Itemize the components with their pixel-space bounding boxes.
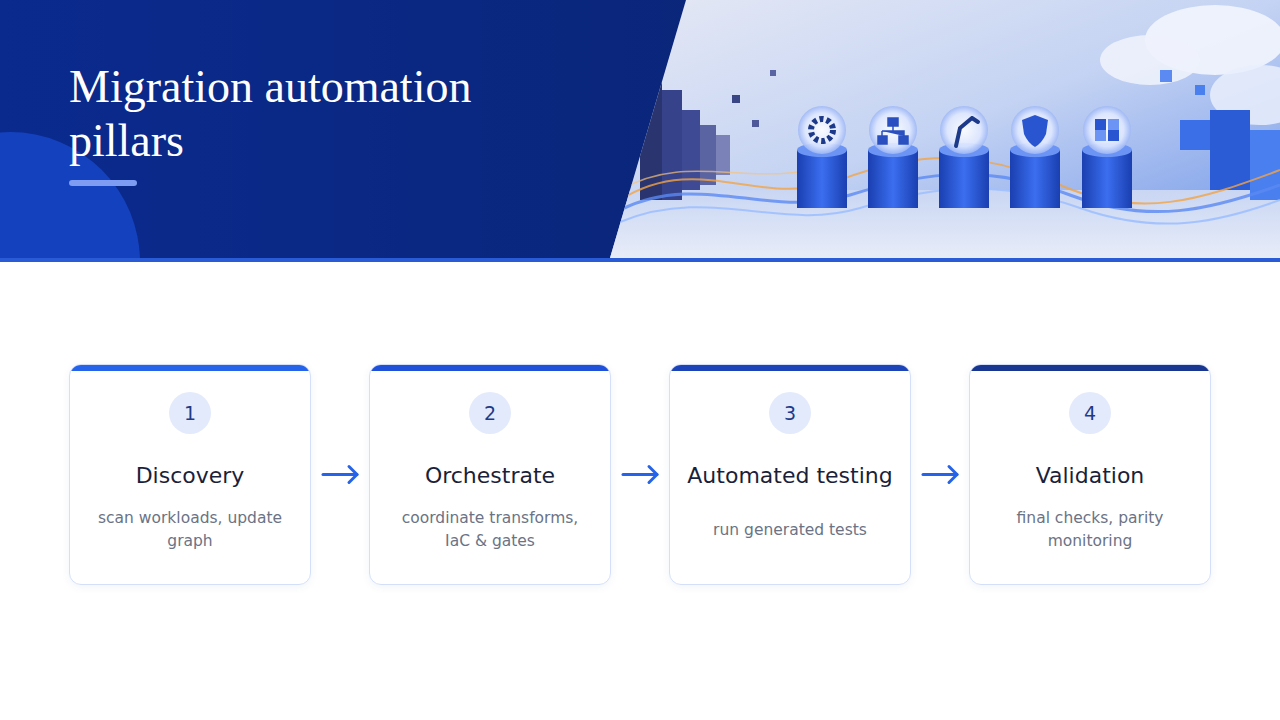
number-badge: 2: [469, 392, 511, 434]
card-accent: [670, 365, 910, 371]
title-underline: [69, 180, 137, 186]
hierarchy-icon: [878, 118, 908, 144]
step-heading: Orchestrate: [370, 461, 610, 491]
flow-arrow: [323, 467, 357, 483]
shield-icon: [1022, 115, 1048, 147]
cube-stack: [640, 70, 662, 200]
description-area: final checks, parity monitoring: [970, 506, 1210, 554]
step-number: 3: [784, 402, 796, 424]
step-description: scan workloads, update graph: [90, 507, 290, 553]
pedestal-body: [939, 150, 989, 208]
illustration: [600, 0, 1280, 258]
step-card: 2Orchestrate coordinate transforms, IaC &…: [369, 364, 611, 585]
number-badge: 1: [169, 392, 211, 434]
description-area: run generated tests: [670, 506, 910, 554]
pedestal: [939, 106, 989, 208]
step-number: 4: [1084, 402, 1096, 424]
pedestal: [1082, 106, 1132, 208]
pedestal: [797, 106, 847, 208]
floating-cube: [1160, 70, 1172, 82]
step-number: 1: [184, 402, 196, 424]
pedestal: [868, 106, 918, 208]
step-number: 2: [484, 402, 496, 424]
floating-cube: [1195, 85, 1205, 95]
flow-arrow: [623, 467, 657, 483]
pedestal-body: [868, 150, 918, 208]
step-heading: Automated testing: [670, 461, 910, 491]
step-heading: Discovery: [70, 461, 310, 491]
orb: [1083, 106, 1131, 154]
card-accent: [970, 365, 1210, 371]
pedestal-body: [797, 150, 847, 208]
cube: [1210, 110, 1250, 190]
header-rule: [0, 258, 1280, 262]
header-art: [0, 0, 1280, 258]
slide-title: Migration automation pillars: [69, 60, 589, 168]
step-heading: Validation: [970, 461, 1210, 491]
step-description: final checks, parity monitoring: [990, 507, 1190, 553]
header-band: [0, 0, 1280, 258]
cloud: [1100, 35, 1200, 85]
description-area: scan workloads, update graph: [70, 506, 310, 554]
gear-icon: [811, 119, 833, 141]
cube-stack: [700, 125, 716, 185]
pedestal: [1010, 106, 1060, 208]
number-badge: 3: [769, 392, 811, 434]
floating-cube: [752, 120, 759, 127]
flow-arrow: [923, 467, 957, 483]
card-accent: [70, 365, 310, 371]
orb: [798, 106, 846, 154]
step-description: run generated tests: [690, 519, 890, 542]
cube-stack: [662, 90, 682, 200]
step-description: coordinate transforms, IaC & gates: [390, 507, 590, 553]
robot-arm-icon: [956, 118, 978, 146]
card-accent: [370, 365, 610, 371]
description-area: coordinate transforms, IaC & gates: [370, 506, 610, 554]
step-card: 3Automated testing run generated tests: [669, 364, 911, 585]
orb: [940, 106, 988, 154]
puzzle-icon: [1095, 119, 1119, 141]
step-card: 1Discovery scan workloads, update graph: [69, 364, 311, 585]
cube: [1180, 120, 1210, 150]
pedestal-body: [1010, 150, 1060, 208]
step-card: 4Validation final checks, parity monitori…: [969, 364, 1211, 585]
floating-cube: [770, 70, 776, 76]
cube-stack: [716, 135, 730, 175]
cube-stack: [682, 110, 700, 190]
orb: [1011, 106, 1059, 154]
puzzle-icon: [1095, 119, 1119, 141]
number-badge: 4: [1069, 392, 1111, 434]
pedestal-body: [1082, 150, 1132, 208]
orb: [869, 106, 917, 154]
floating-cube: [732, 95, 740, 103]
